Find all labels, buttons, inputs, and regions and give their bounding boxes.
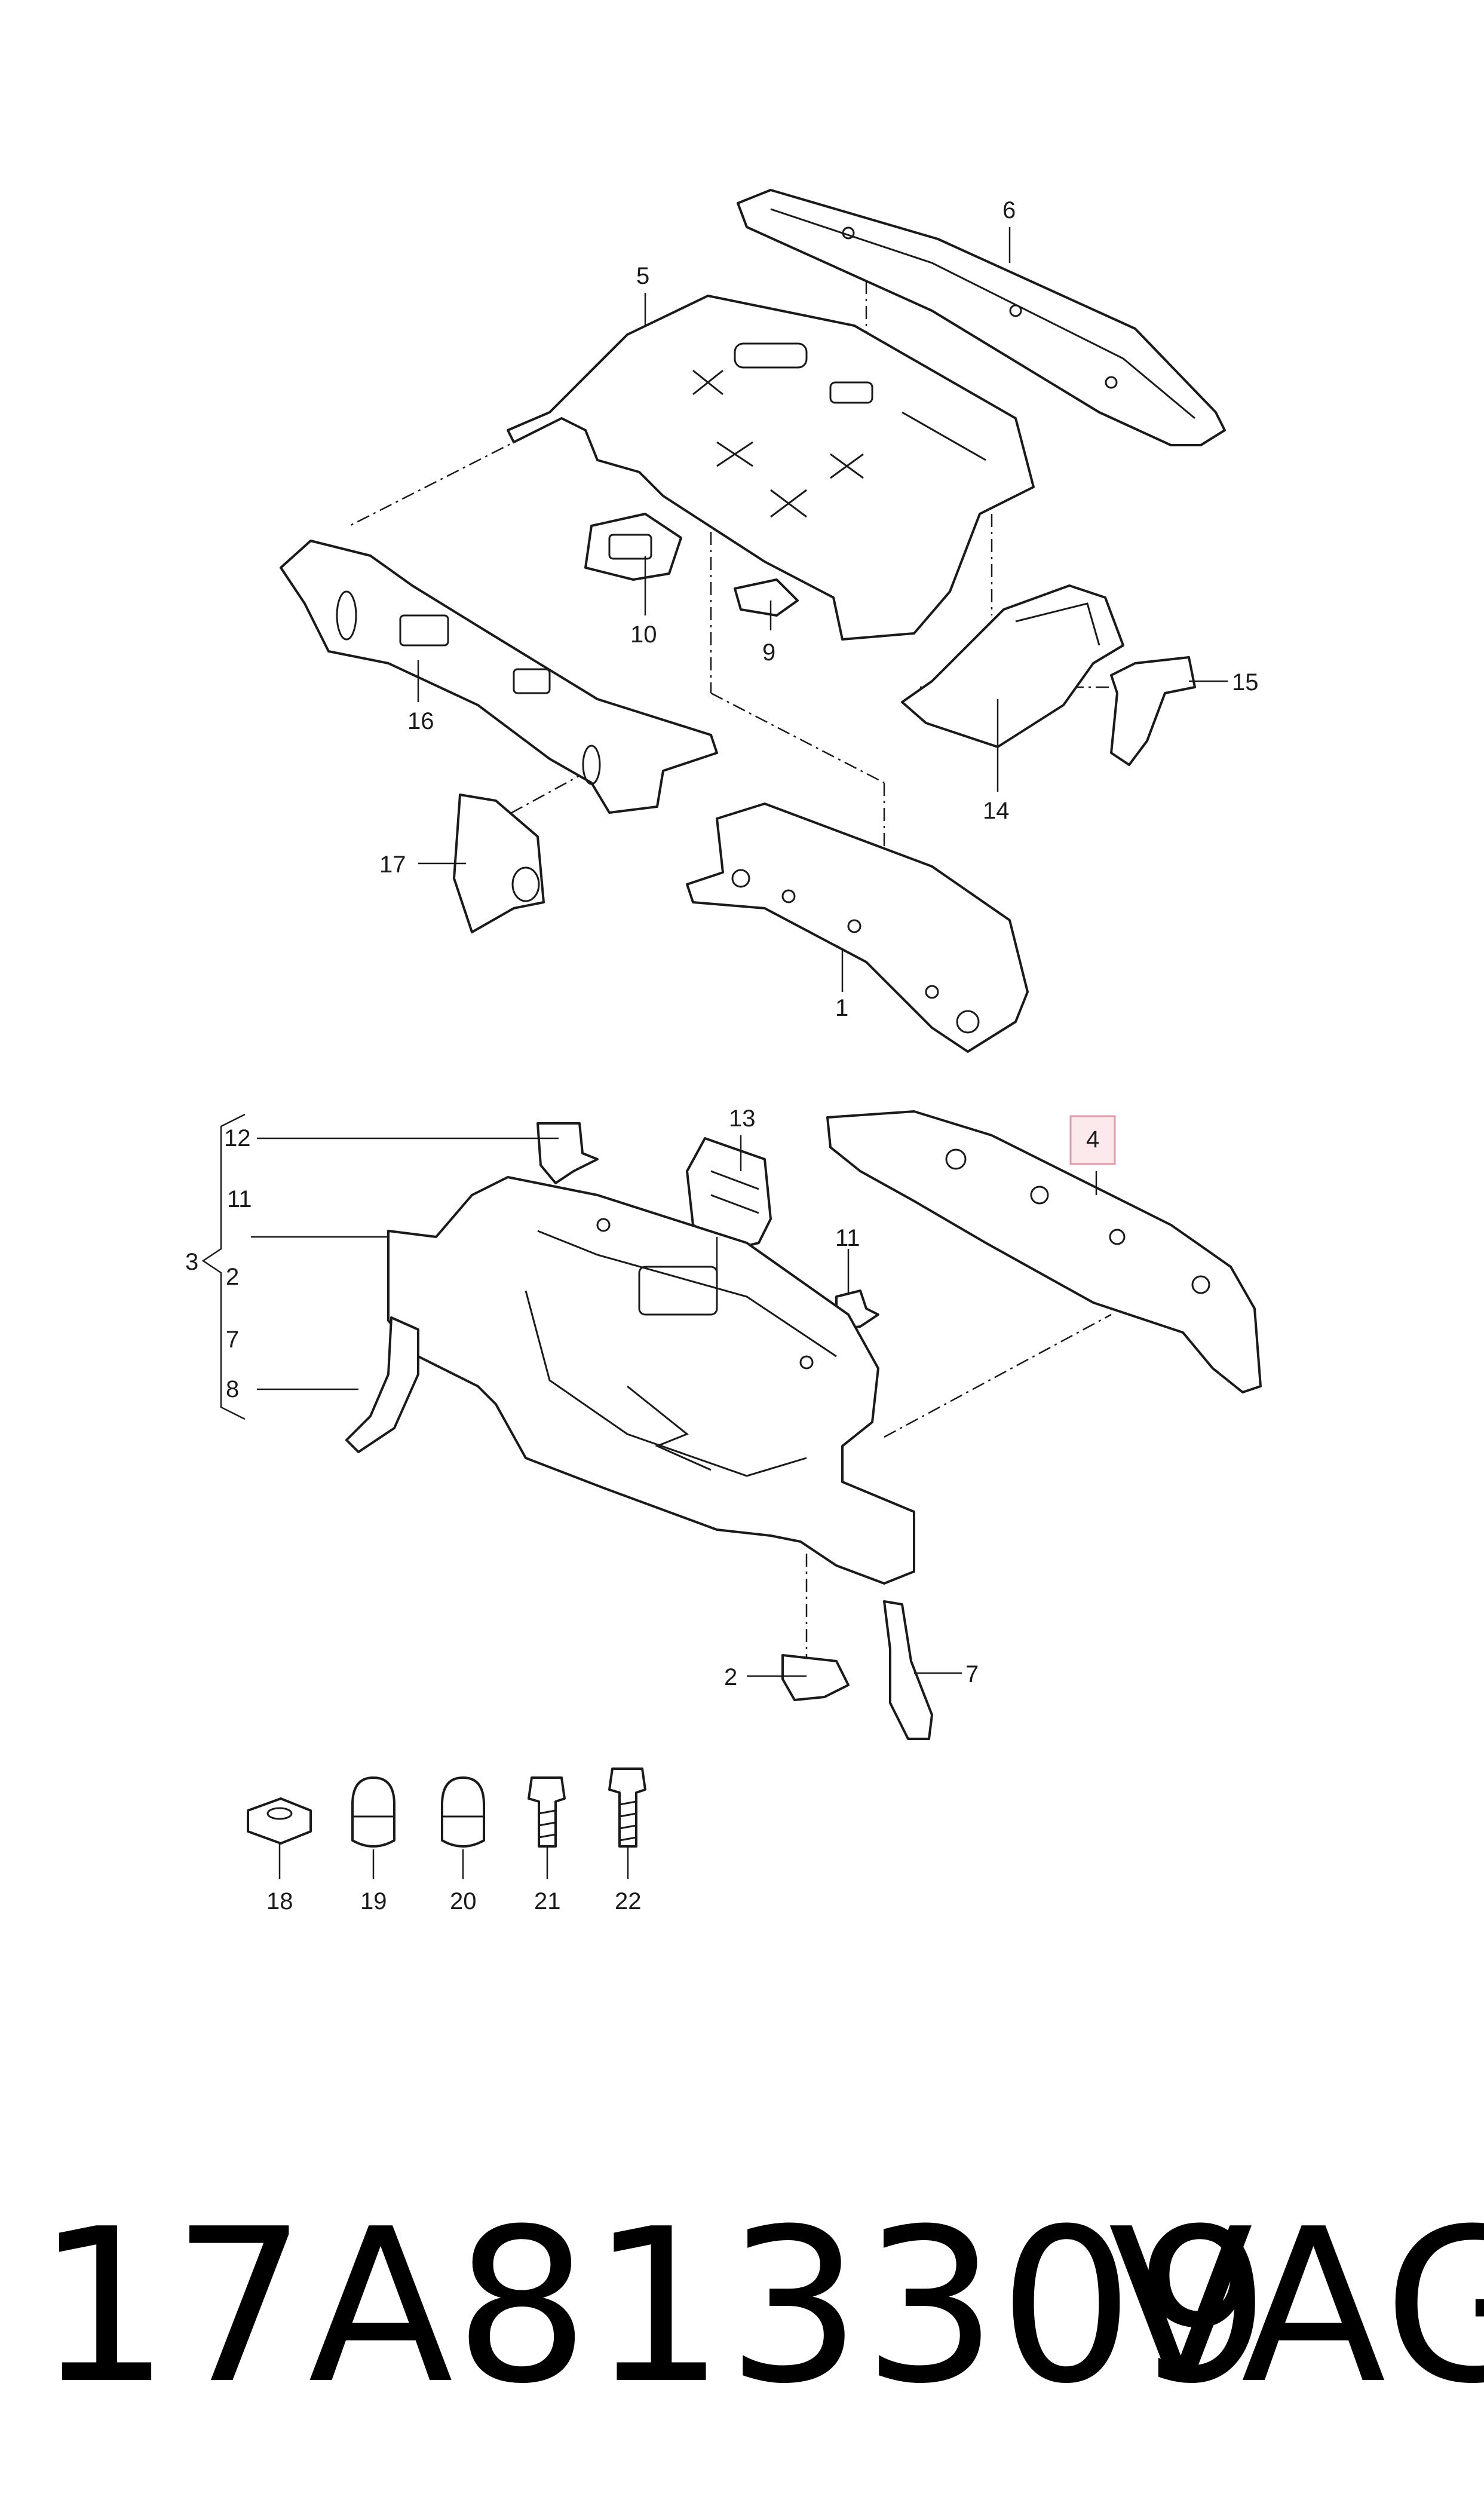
part-number: 17A813309 bbox=[36, 2183, 1271, 2430]
part-1-cross-member bbox=[686, 802, 1029, 1053]
part-3-rear-panel bbox=[387, 1176, 915, 1585]
leader-lines bbox=[201, 227, 1228, 1879]
part-6-upper-cross-member bbox=[737, 189, 1226, 446]
part-7-brace bbox=[883, 1600, 933, 1740]
callout-12: 12 bbox=[224, 1125, 251, 1151]
callout-18: 18 bbox=[266, 1888, 293, 1914]
callout-8: 8 bbox=[226, 1376, 239, 1402]
callout-15: 15 bbox=[1232, 669, 1259, 696]
part-20-cap-nut bbox=[441, 1776, 485, 1848]
callout-7-bottom: 7 bbox=[965, 1661, 979, 1687]
callout-labels: 6 5 10 9 16 17 1 14 15 13 4 12 11 3 2 11… bbox=[185, 197, 1259, 1914]
callout-14: 14 bbox=[983, 798, 1010, 824]
callout-22: 22 bbox=[615, 1888, 642, 1914]
callout-10: 10 bbox=[630, 621, 657, 648]
part-5-parcel-shelf bbox=[507, 295, 1035, 641]
callout-13: 13 bbox=[729, 1105, 756, 1132]
callout-19: 19 bbox=[360, 1888, 387, 1914]
part-4-panel-upper bbox=[826, 1110, 1262, 1393]
callout-4: 4 bbox=[1086, 1126, 1099, 1153]
callout-5: 5 bbox=[636, 263, 649, 289]
part-10-bracket bbox=[584, 513, 682, 581]
callout-2-bottom: 2 bbox=[724, 1664, 737, 1690]
callout-20: 20 bbox=[450, 1888, 477, 1914]
callout-16: 16 bbox=[407, 708, 434, 734]
callout-3: 3 bbox=[185, 1249, 198, 1275]
callout-2-left: 2 bbox=[226, 1264, 239, 1290]
callout-17: 17 bbox=[379, 851, 406, 878]
brand-name: VAG bbox=[1108, 2183, 1484, 2430]
part-15-bracket bbox=[1110, 656, 1196, 766]
part-12-clip bbox=[536, 1122, 599, 1184]
footer-caption: 17A813309 VAG bbox=[0, 2163, 1484, 2450]
callout-highlight-box bbox=[1069, 1115, 1116, 1165]
part-14-side-bracket bbox=[901, 584, 1124, 748]
part-22-bolt bbox=[608, 1767, 646, 1848]
callout-9: 9 bbox=[762, 639, 775, 666]
part-9-clip bbox=[734, 578, 799, 617]
part-17-gusset bbox=[453, 794, 545, 933]
callout-7-left: 7 bbox=[226, 1327, 239, 1353]
part-8-brace bbox=[345, 1316, 419, 1453]
part-18-nut bbox=[247, 1797, 312, 1845]
callout-21: 21 bbox=[534, 1888, 561, 1914]
part-19-cap-nut bbox=[351, 1776, 395, 1848]
callout-11-right: 11 bbox=[835, 1225, 860, 1251]
callout-1: 1 bbox=[835, 995, 848, 1021]
callout-6: 6 bbox=[1002, 197, 1016, 223]
part-16-side-member bbox=[280, 540, 718, 814]
part-21-bolt bbox=[528, 1776, 566, 1848]
callout-11-left: 11 bbox=[227, 1186, 252, 1212]
part-2-bracket bbox=[781, 1654, 850, 1701]
